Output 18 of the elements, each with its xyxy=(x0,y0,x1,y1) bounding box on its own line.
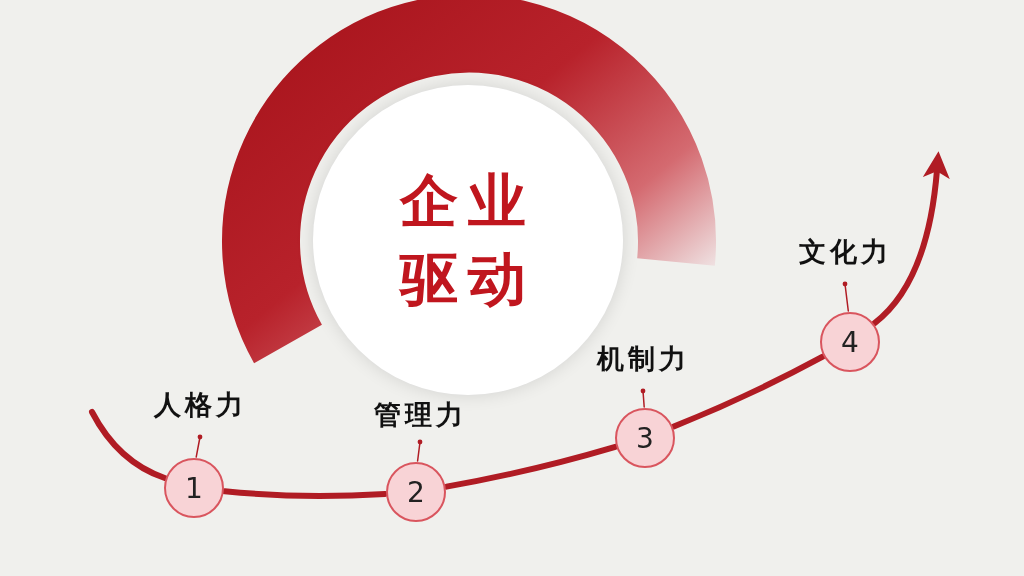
leader-line xyxy=(640,388,646,408)
leader-line xyxy=(195,434,203,458)
category-label: 文化力 xyxy=(775,232,915,272)
category-label: 人格力 xyxy=(130,385,270,425)
number-badge: 2 xyxy=(386,462,446,522)
curve-segment xyxy=(221,488,389,499)
curve-segment xyxy=(443,443,619,490)
title-text: 企业驱动 xyxy=(398,165,537,315)
leader-line xyxy=(416,439,423,462)
curve-arrow xyxy=(871,151,950,327)
category-label: 机制力 xyxy=(573,339,713,379)
number-badge: 1 xyxy=(164,458,224,518)
curve-segment xyxy=(670,353,826,430)
number-badge: 4 xyxy=(820,312,880,372)
curve-segment xyxy=(89,409,168,481)
number-badge: 3 xyxy=(615,408,675,468)
category-label: 管理力 xyxy=(350,400,490,430)
leader-line xyxy=(842,281,850,312)
